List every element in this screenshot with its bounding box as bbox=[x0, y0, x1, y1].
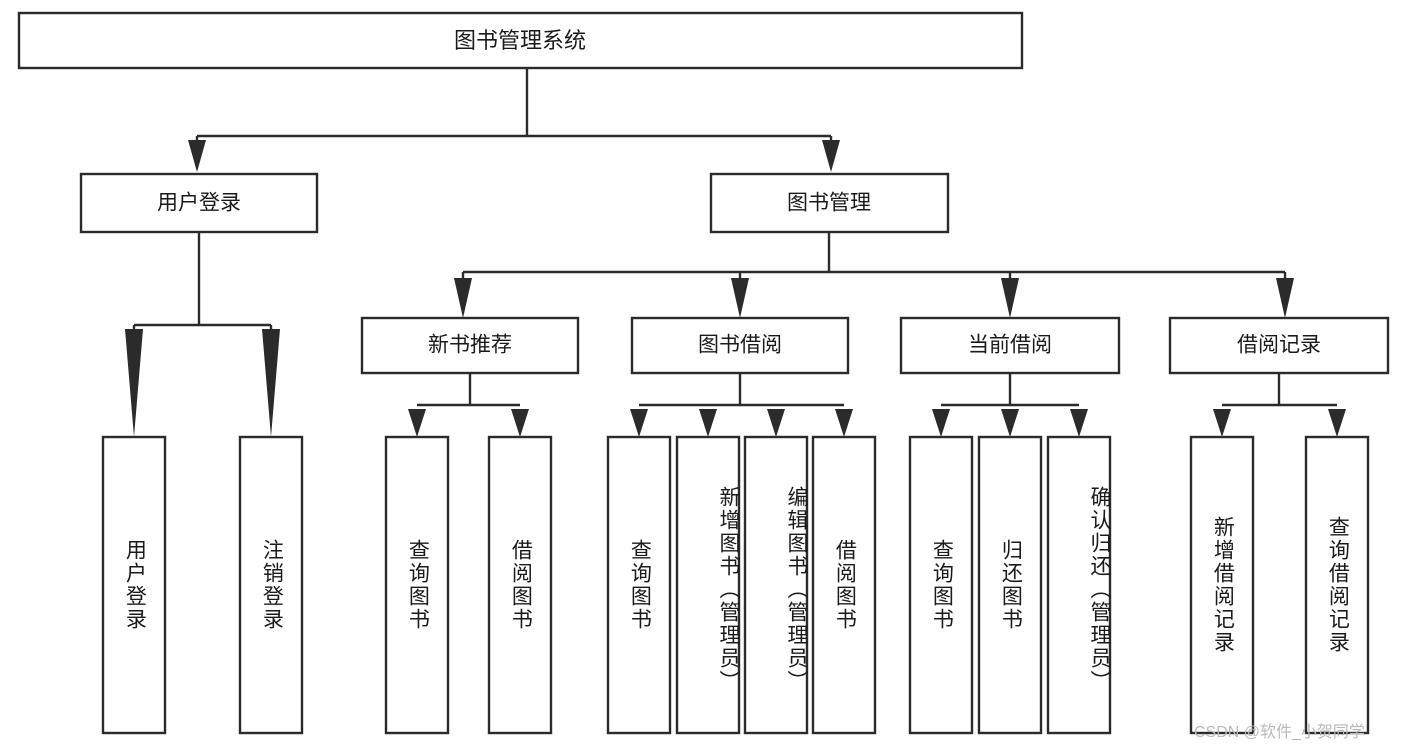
leaf-box-book-borrow-3[interactable] bbox=[743, 435, 809, 735]
node-book-manage-box[interactable] bbox=[709, 172, 950, 234]
node-new-book-recommend-label: 新书推荐 bbox=[428, 334, 512, 357]
node-book-borrow-label: 图书借阅 bbox=[698, 334, 782, 357]
arrowhead-to-user-login bbox=[188, 140, 206, 172]
arrowhead-book-borrow-leaf-4 bbox=[835, 409, 853, 437]
leaf-box-book-borrow-1[interactable] bbox=[606, 435, 672, 735]
node-root-box[interactable] bbox=[17, 11, 1024, 70]
node-book-borrow[interactable]: 图书借阅 bbox=[630, 316, 850, 375]
arrowhead-borrow-record-leaf-1 bbox=[1213, 409, 1231, 437]
leaf-box-current-borrow-3[interactable] bbox=[1046, 435, 1112, 735]
arrowhead-new-book-leaf-2 bbox=[511, 409, 529, 437]
arrowhead-current-borrow-leaf-1 bbox=[932, 409, 950, 437]
arrowhead-current-borrow-leaf-2 bbox=[1001, 409, 1019, 437]
leaf-box-current-borrow-1[interactable] bbox=[908, 435, 974, 735]
node-book-manage-label: 图书管理 bbox=[787, 192, 871, 215]
node-borrow-record-label: 借阅记录 bbox=[1237, 334, 1321, 357]
node-current-borrow-box[interactable] bbox=[899, 316, 1121, 375]
node-root-label: 图书管理系统 bbox=[454, 28, 586, 53]
arrowhead-to-current-borrow bbox=[1001, 278, 1019, 318]
node-root[interactable]: 图书管理系统 bbox=[17, 11, 1024, 70]
arrowhead-to-book-manage bbox=[822, 140, 840, 172]
node-borrow-record-box[interactable] bbox=[1168, 316, 1390, 375]
node-book-borrow-box[interactable] bbox=[630, 316, 850, 375]
node-new-book-recommend[interactable]: 新书推荐 bbox=[360, 316, 580, 375]
node-user-login[interactable]: 用户登录 bbox=[79, 172, 319, 234]
arrowhead-borrow-record-leaf-2 bbox=[1328, 409, 1346, 437]
leaf-box-new-book-1[interactable] bbox=[384, 435, 450, 735]
leaf-box-borrow-record-1[interactable] bbox=[1189, 435, 1255, 735]
leaf-box-borrow-record-2[interactable] bbox=[1304, 435, 1370, 735]
node-current-borrow-label: 当前借阅 bbox=[968, 334, 1052, 357]
arrowhead-book-borrow-leaf-3 bbox=[767, 409, 785, 437]
node-user-login-label: 用户登录 bbox=[157, 192, 241, 215]
leaf-box-book-borrow-2[interactable] bbox=[675, 435, 741, 735]
arrowhead-to-borrow-record bbox=[1276, 278, 1294, 318]
node-new-book-recommend-box[interactable] bbox=[360, 316, 580, 375]
arrowhead-book-borrow-leaf-1 bbox=[630, 409, 648, 437]
node-book-manage[interactable]: 图书管理 bbox=[709, 172, 950, 234]
leaf-box-new-book-2[interactable] bbox=[487, 435, 553, 735]
arrowhead-new-book-leaf-1 bbox=[408, 409, 426, 437]
arrowhead-current-borrow-leaf-3 bbox=[1070, 409, 1088, 437]
leaf-box-current-borrow-2[interactable] bbox=[977, 435, 1043, 735]
arrowhead-book-borrow-leaf-2 bbox=[699, 409, 717, 437]
csdn-watermark: CSDN @软件_小贺同学 bbox=[1194, 724, 1365, 741]
node-borrow-record[interactable]: 借阅记录 bbox=[1168, 316, 1390, 375]
leaf-box-book-borrow-4[interactable] bbox=[811, 435, 877, 735]
node-current-borrow[interactable]: 当前借阅 bbox=[899, 316, 1121, 375]
arrowhead-to-new-book bbox=[454, 278, 472, 318]
leaf-box-user-login-1[interactable] bbox=[101, 435, 167, 735]
arrowhead-to-book-borrow bbox=[731, 278, 749, 318]
leaf-box-user-login-2[interactable] bbox=[238, 435, 304, 735]
